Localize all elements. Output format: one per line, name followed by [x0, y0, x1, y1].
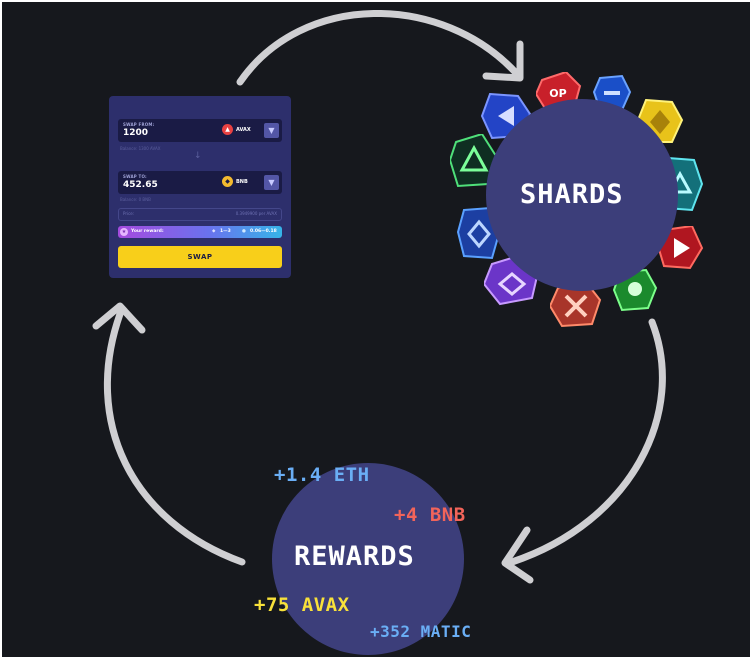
arrow-to-shards	[236, 10, 521, 86]
swap-card: SWAP FROM: 1200 ▲ AVAX ▼ Balance: 1300 A…	[109, 96, 291, 278]
avax-icon: ▲	[222, 124, 233, 135]
swap-from-label: SWAP FROM:	[123, 122, 155, 127]
reward-avax: +75 AVAX	[254, 594, 350, 616]
op-label: OP	[549, 87, 566, 100]
reward-label: Your reward:	[131, 229, 164, 234]
reward-bnb: +4 BNB	[394, 504, 466, 526]
red-gem-icon	[658, 226, 704, 270]
rewards-circle	[272, 463, 464, 655]
rewards-label: REWARDS	[294, 541, 415, 572]
price-row: Price: 0.3949900 per AVAX	[118, 208, 282, 221]
chevron-down-icon: ▼	[268, 178, 275, 187]
swap-to-dropdown-button[interactable]: ▼	[264, 175, 279, 190]
arrowhead-to-shards	[482, 40, 524, 82]
arrow-down-icon: ↓	[194, 151, 202, 161]
swap-from-balance: Balance: 1300 AVAX	[120, 146, 161, 151]
swap-from-dropdown-button[interactable]: ▼	[264, 123, 279, 138]
shards-label: SHARDS	[520, 179, 624, 210]
reward-range: 0.06—0.18	[250, 229, 277, 234]
arrowhead-to-rewards	[501, 526, 534, 584]
swap-from-value[interactable]: 1200	[123, 128, 149, 138]
star-icon: ★	[120, 228, 128, 236]
swap-from-field[interactable]: SWAP FROM: 1200 ▲ AVAX ▼	[118, 119, 282, 142]
bnb-icon: ◆	[222, 176, 233, 187]
swap-to-field[interactable]: SWAP TO: 452.65 ◆ BNB ▼	[118, 171, 282, 194]
price-value: 0.3949900 per AVAX	[235, 211, 277, 216]
reward-eth: +1.4 ETH	[274, 464, 370, 486]
swap-to-value[interactable]: 452.65	[123, 180, 158, 190]
reward-matic: +352 MATIC	[370, 622, 472, 641]
reward-shards: 1—3	[220, 229, 231, 234]
swap-from-token: AVAX	[236, 127, 251, 133]
swap-to-balance: Balance: 0 BNB	[120, 197, 151, 202]
swap-to-label: SWAP TO:	[123, 174, 147, 179]
drop-icon: ●	[242, 229, 246, 234]
arrow-to-rewards	[508, 318, 666, 566]
swap-to-token: BNB	[236, 179, 248, 185]
shard-icon: ◆	[212, 229, 216, 234]
arrowhead-to-swap	[92, 302, 146, 334]
price-label: Price:	[123, 211, 135, 216]
swap-button[interactable]: SWAP	[118, 246, 282, 268]
chevron-down-icon: ▼	[268, 126, 275, 135]
orange-gem-icon	[550, 282, 602, 328]
shards-circle	[486, 99, 678, 291]
arrow-to-swap	[103, 310, 246, 566]
reward-row: ★ Your reward: ◆ 1—3 ● 0.06—0.18	[118, 226, 282, 238]
